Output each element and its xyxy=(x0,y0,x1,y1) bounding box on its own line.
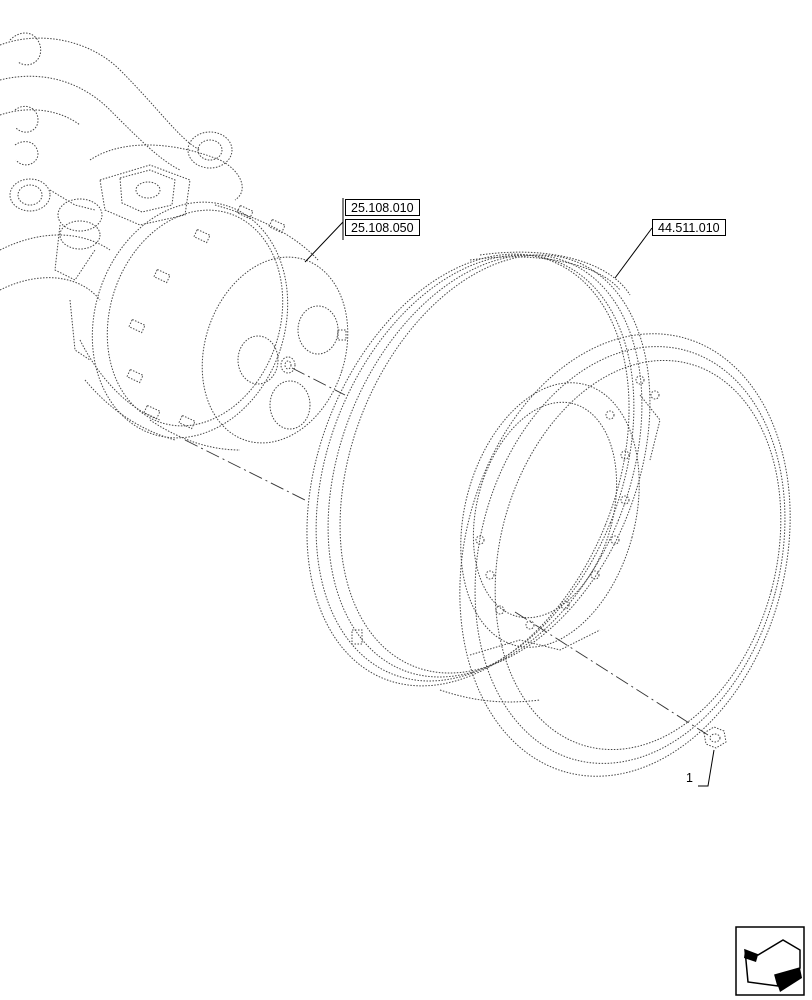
reference-label-wheel[interactable]: 44.511.010 xyxy=(652,219,726,236)
arrow-return-icon[interactable] xyxy=(735,926,805,996)
callout-nut-number: 1 xyxy=(686,771,693,785)
wheel-hub xyxy=(91,201,349,451)
leader-axle xyxy=(304,198,344,263)
center-line-nut xyxy=(514,611,709,736)
leader-nut xyxy=(698,749,715,787)
axle-housing xyxy=(0,32,243,441)
center-line-hub xyxy=(184,439,306,501)
reference-label-axle-2[interactable]: 25.108.050 xyxy=(345,219,420,236)
center-line-stud xyxy=(291,367,346,396)
leader-wheel xyxy=(614,227,653,279)
wheel-rim xyxy=(306,251,791,777)
reference-label-axle-1[interactable]: 25.108.010 xyxy=(345,199,420,216)
wheel-nut xyxy=(703,726,727,749)
